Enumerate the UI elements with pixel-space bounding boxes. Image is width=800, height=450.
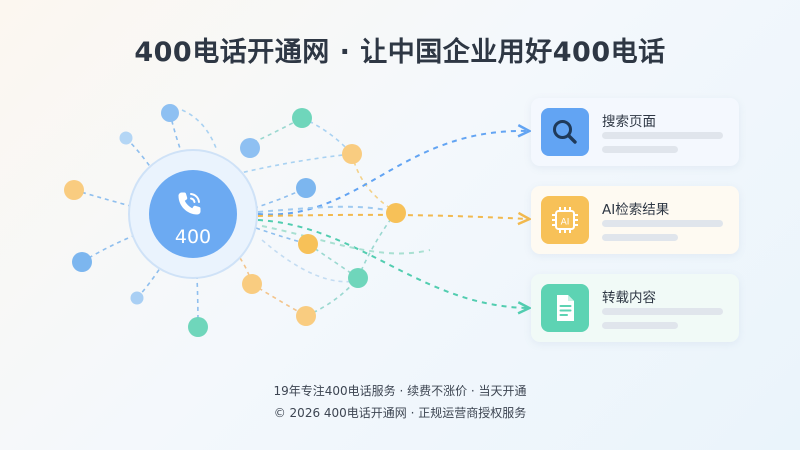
network-node (296, 178, 316, 198)
ai-chip-icon: AI (552, 207, 578, 233)
network-node (72, 252, 92, 272)
network-node (348, 268, 368, 288)
card-ai-results: AI AI检索结果 (531, 186, 739, 254)
placeholder-line (602, 234, 678, 241)
network-node (240, 138, 260, 158)
search-icon-tile (541, 108, 589, 156)
network-node (292, 108, 312, 128)
link-line (351, 153, 397, 213)
document-icon (557, 295, 574, 321)
document-icon-tile (541, 284, 589, 332)
network-node (161, 104, 179, 122)
flow-arrow-repost (257, 219, 528, 308)
footer-tagline: 19年专注400电话服务 · 续费不涨价 · 当天开通 (273, 384, 527, 398)
network-node (342, 144, 362, 164)
footer-copyright: © 2026 400电话开通网 · 正规运营商授权服务 (273, 406, 527, 420)
network-node (298, 234, 318, 254)
placeholder-line (602, 220, 723, 227)
placeholder-line (602, 322, 678, 329)
placeholder-line (602, 132, 723, 139)
hub-400: 400 (128, 149, 258, 279)
network-node (296, 306, 316, 326)
card-label: AI检索结果 (602, 202, 670, 218)
network-node (188, 317, 208, 337)
link-line (357, 211, 397, 279)
spoke-line (196, 277, 199, 328)
flow-arrows (257, 131, 528, 308)
flow-arrow-secondary (261, 225, 431, 255)
card-label: 转载内容 (602, 290, 656, 306)
page-title: 400电话开通网 · 让中国企业用好400电话 (134, 37, 666, 68)
svg-text:AI: AI (561, 218, 570, 228)
phone-icon (178, 192, 201, 215)
card-repost-content: 转载内容 (531, 274, 739, 342)
flow-arrow-secondary (257, 205, 397, 213)
hub-label: 400 (175, 226, 211, 248)
flow-arrow-search (257, 131, 528, 216)
spoke-line (73, 189, 139, 209)
card-search-page: 搜索页面 (531, 98, 739, 166)
network-node (386, 203, 406, 223)
ai-icon-tile: AI (541, 196, 589, 244)
network-nodes (64, 104, 406, 337)
placeholder-line (602, 308, 723, 315)
search-icon (553, 120, 577, 144)
link-line (181, 109, 217, 149)
network-node (119, 131, 133, 145)
network-node (64, 180, 84, 200)
network-node (130, 291, 144, 305)
network-node (242, 274, 262, 294)
placeholder-line (602, 146, 678, 153)
card-label: 搜索页面 (602, 114, 656, 130)
link-line (261, 239, 361, 283)
link-line (235, 153, 353, 175)
